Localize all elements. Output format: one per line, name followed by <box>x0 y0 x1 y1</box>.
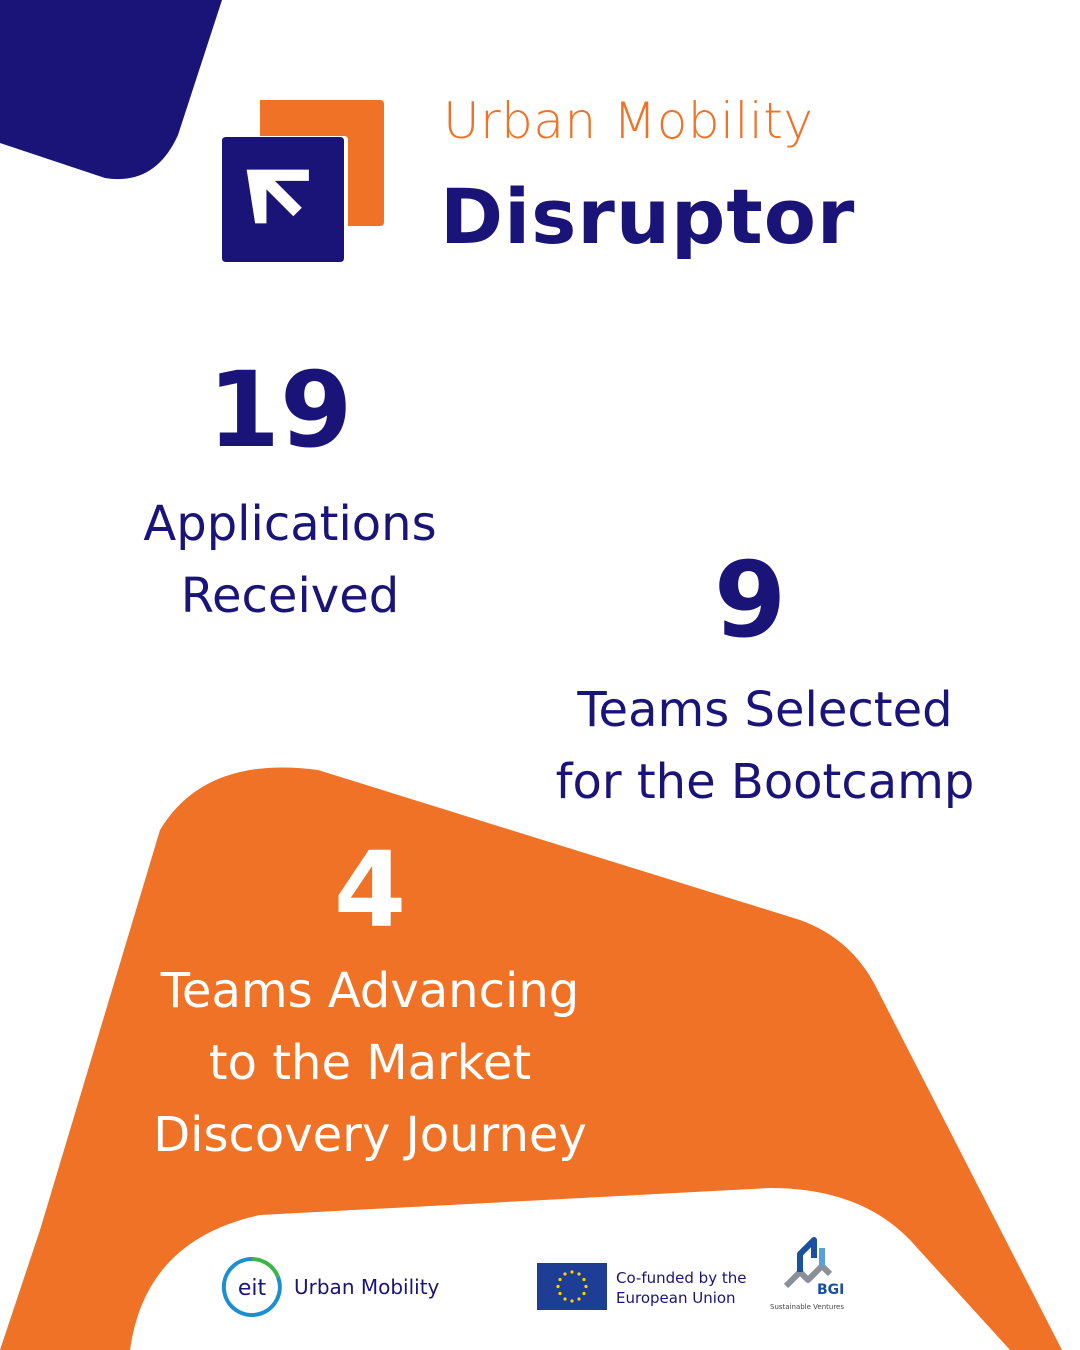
stat-bootcamp-label-line1: Teams Selected <box>577 682 953 738</box>
eit-logo-text: eit <box>238 1276 267 1301</box>
eu-funding-label-line1: Co-funded by the <box>616 1269 747 1287</box>
stat-applications-number: 19 <box>207 349 353 471</box>
stat-market-label-line2: to the Market <box>208 1035 532 1091</box>
bgi-logo-icon <box>783 1237 833 1289</box>
eit-label: Urban Mobility <box>294 1275 440 1299</box>
stat-bootcamp-label: Teams Selected for the Bootcamp <box>540 674 990 818</box>
stat-applications-label-line1: Applications <box>143 496 437 552</box>
stat-market-label-line1: Teams Advancing <box>160 963 580 1019</box>
stat-bootcamp-number: 9 <box>713 539 787 661</box>
disruptor-logo-icon <box>222 100 384 262</box>
stat-market-label-line3: Discovery Journey <box>153 1107 587 1163</box>
bgi-label: BGI <box>817 1282 845 1298</box>
eu-funding-label-line2: European Union <box>616 1289 736 1307</box>
stat-applications-label: Applications Received <box>90 488 490 632</box>
stat-bootcamp-label-line2: for the Bootcamp <box>555 754 975 810</box>
eu-funding-label: Co-funded by the European Union <box>616 1268 746 1308</box>
eit-logo-icon: eit <box>221 1256 282 1317</box>
title-line1: Urban Mobility <box>443 92 814 150</box>
navy-corner-shape <box>0 0 222 180</box>
bgi-caption: Sustainable Ventures <box>770 1303 844 1311</box>
stat-market-number: 4 <box>333 829 407 951</box>
eu-flag-icon <box>537 1263 607 1310</box>
stat-market-label: Teams Advancing to the Market Discovery … <box>130 955 610 1171</box>
title-line2: Disruptor <box>440 172 856 261</box>
stat-applications-label-line2: Received <box>180 568 400 624</box>
